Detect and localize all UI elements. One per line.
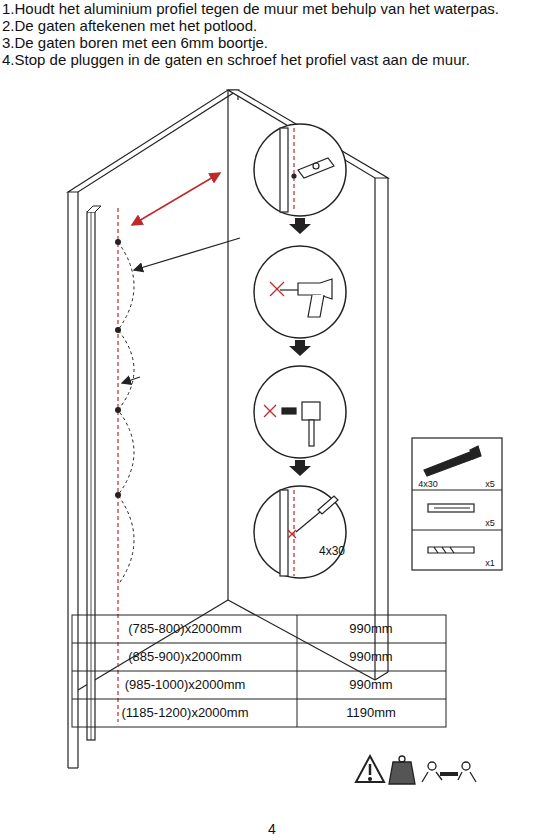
instruction-step: 2.De gaten aftekenen met het potlood. — [2, 17, 257, 34]
aluminium-profile — [87, 206, 101, 740]
plug-step — [264, 402, 320, 446]
size-table — [72, 615, 446, 727]
screw-size: 4x30 — [418, 479, 438, 489]
table-cell: (1185-1200)x2000mm — [122, 706, 249, 721]
screw-size: 4x30 — [319, 545, 345, 559]
instruction-step: 4.Stop de pluggen in de gaten en schroef… — [2, 51, 470, 68]
instruction-step: 3.De gaten boren met een 6mm boortje. — [2, 34, 268, 51]
step-circles — [254, 124, 346, 578]
quantity: x5 — [485, 518, 495, 528]
table-cell: 990mm — [349, 678, 392, 693]
table-cell: (985-1000)x2000mm — [125, 678, 246, 693]
table-cell: (785-800)x2000mm — [128, 622, 241, 637]
shower-walls — [68, 90, 388, 768]
quantity: x1 — [485, 558, 495, 568]
table-cell: 990mm — [349, 650, 392, 665]
drill-step — [270, 279, 332, 317]
level-step — [280, 128, 334, 212]
quantity: x5 — [485, 479, 495, 489]
parts-box — [412, 438, 502, 570]
page-number: 4 — [268, 821, 276, 837]
instruction-step: 1.Houdt het aluminium profiel tegen de m… — [2, 0, 499, 17]
table-cell: 990mm — [349, 622, 392, 637]
drill-marks — [115, 173, 240, 722]
screw-step — [280, 490, 338, 576]
table-cell: (885-900)x2000mm — [128, 650, 241, 665]
table-cell: 1190mm — [346, 706, 396, 721]
warning-icons — [356, 756, 476, 784]
step-arrows — [289, 218, 311, 476]
